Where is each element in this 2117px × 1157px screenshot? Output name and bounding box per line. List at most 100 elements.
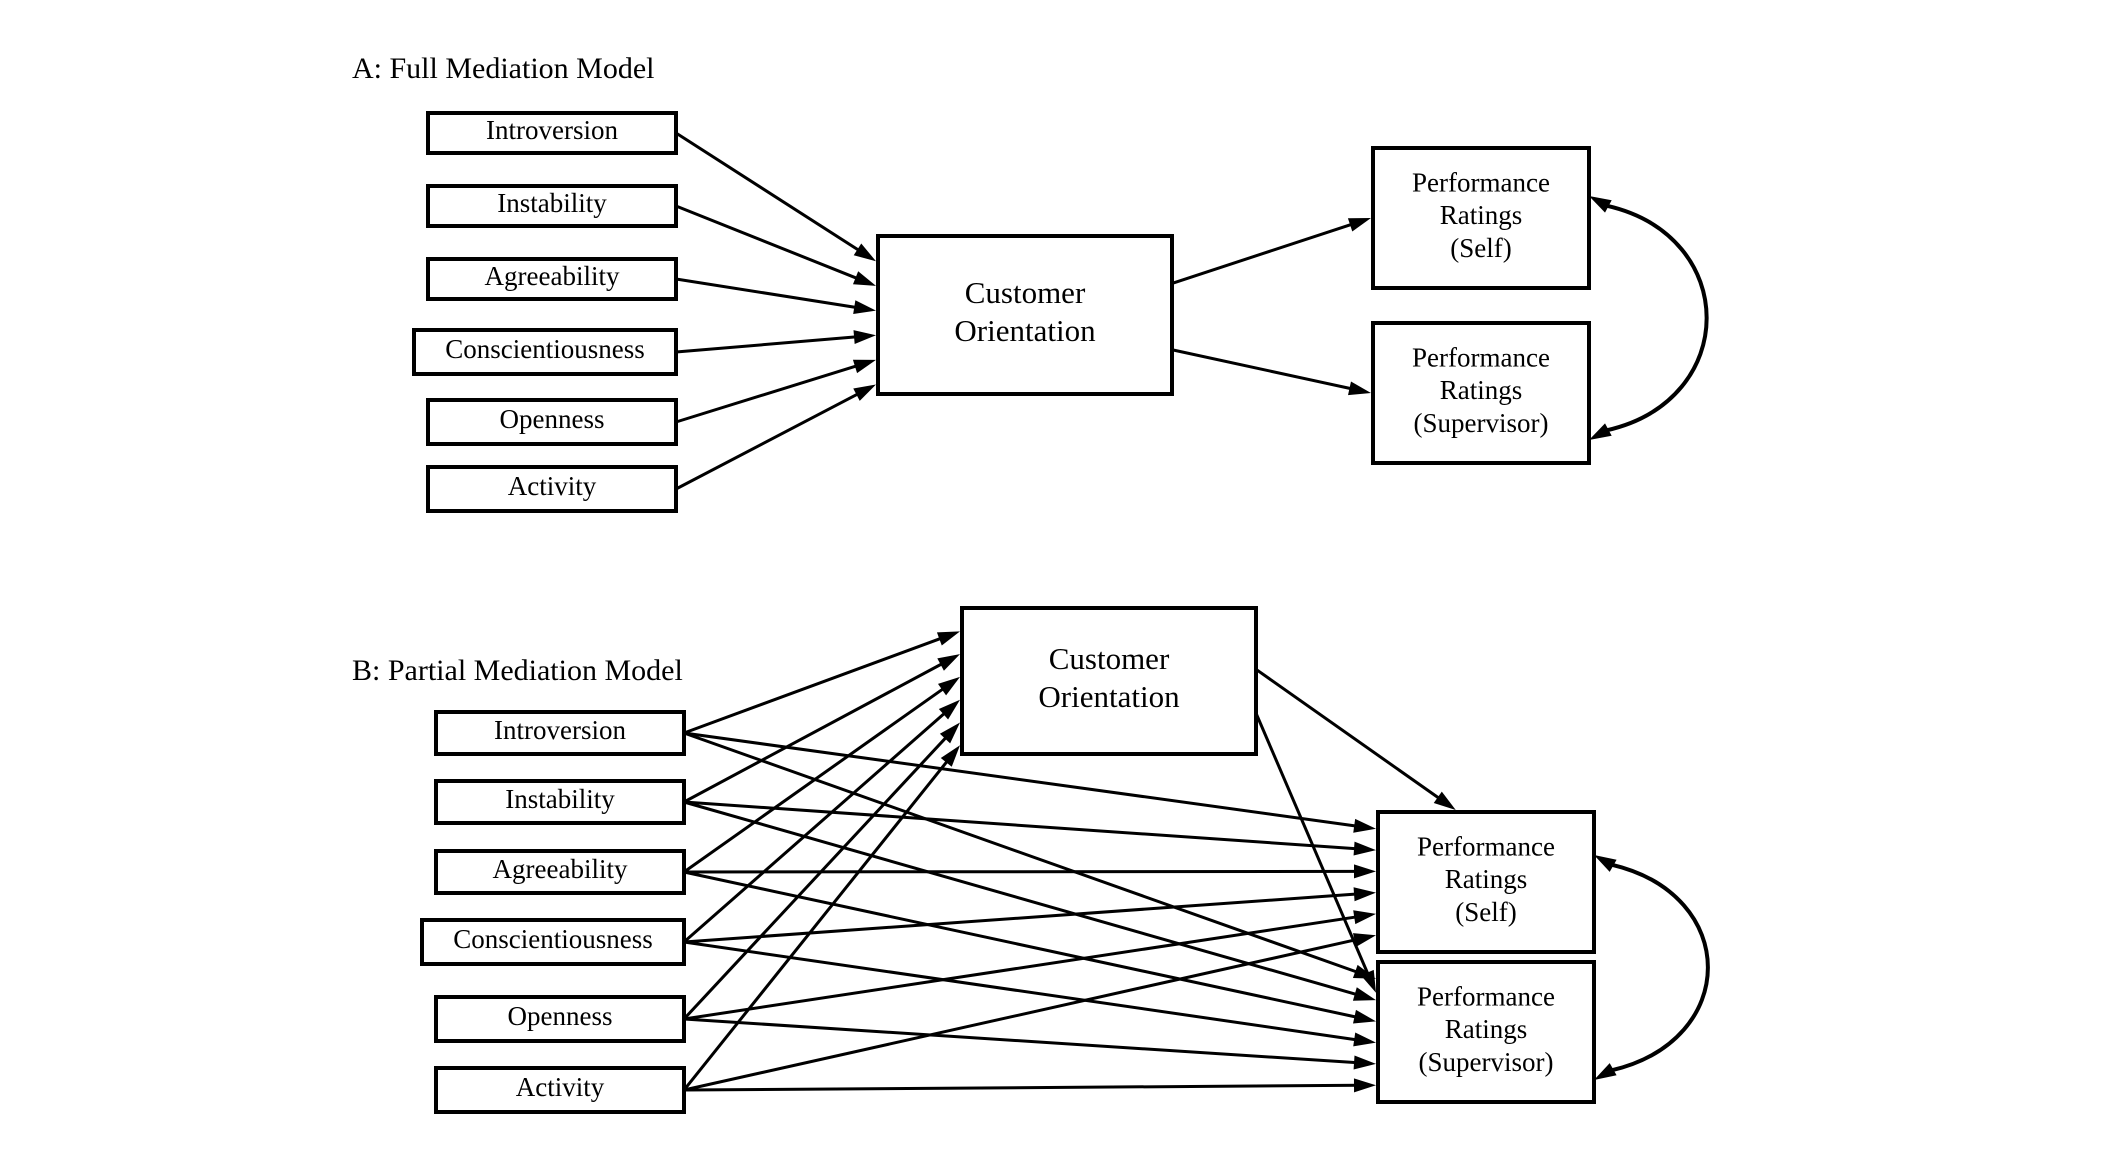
panel-a-predictor-agreeability[interactable]: Agreeability (426, 257, 678, 301)
panel-b-edge-pred1-to-mediator (683, 660, 947, 804)
panel-b-edge-pred0-to-mediator (683, 635, 946, 735)
panel-a-edge-pred5-to-mediator (675, 390, 863, 491)
panel-b-outcome-performance-ratings-self-label: Ratings (1445, 864, 1528, 894)
panel-b-edge-pred1-to-outcome0-head (1353, 841, 1376, 856)
panel-a-title: A: Full Mediation Model (352, 52, 655, 85)
panel-b-edge-pred5-to-outcome0 (683, 937, 1361, 1092)
panel-b-predictor-agreeability-rect (434, 849, 686, 895)
panel-b-mediator-customer-orientation-label: Orientation (1038, 679, 1180, 714)
panel-b-edge-pred4-to-outcome0 (683, 914, 1361, 1021)
panel-b-correlation-arrow-path (1611, 862, 1710, 1073)
panel-b-edge-pred5-to-outcome1 (683, 1083, 1361, 1092)
panel-b-edge-pred1-to-mediator-head (937, 654, 960, 671)
panel-b-edge-pred5-to-mediator-head (940, 745, 960, 767)
panel-b-correlation-arrow-head-top (1594, 855, 1617, 872)
panel-a: A: Full Mediation ModelIntroversionInsta… (352, 52, 1709, 513)
panel-b-edge-pred2-to-outcome1-head (1353, 1009, 1376, 1024)
panel-a-outcome-performance-ratings-supervisor-label: (Supervisor) (1414, 408, 1549, 438)
panel-a-predictor-conscientiousness[interactable]: Conscientiousness (412, 328, 678, 376)
panel-b-title: B: Partial Mediation Model (352, 654, 683, 687)
panel-a-edge-pred5-to-mediator-head (853, 384, 876, 401)
panel-b-predictor-agreeability[interactable]: Agreeability (434, 849, 686, 895)
panel-a-predictor-openness-label: Openness (500, 404, 605, 434)
panel-a-edge-pred1-to-mediator (675, 204, 862, 282)
panel-a-edge-pred1-to-mediator-head (852, 271, 876, 286)
panel-b-predictor-openness-rect (434, 995, 686, 1043)
panel-a-predictor-instability-label: Instability (497, 188, 607, 218)
panel-b-edge-pred1-to-outcome0 (683, 800, 1361, 851)
panel-b-edge-pred3-to-outcome1 (683, 940, 1361, 1042)
panel-a-correlation-arrow-head-top (1589, 196, 1612, 213)
panel-a-edge-mediator-to-outcome1 (1171, 348, 1356, 392)
panel-b-outcome-performance-ratings-self-rect (1376, 810, 1596, 954)
panel-b-predictor-introversion[interactable]: Introversion (434, 710, 686, 756)
panel-b-edge-pred4-to-mediator-head (939, 722, 960, 744)
panel-b-edge-pred1-to-outcome1-head (1352, 987, 1376, 1001)
panel-a-correlation-arrow-head-bottom (1589, 423, 1612, 440)
panel-a-outcome-performance-ratings-self-label: Ratings (1440, 200, 1523, 230)
panel-b-edge-pred5-to-outcome1-head (1353, 1078, 1376, 1093)
panel-a-edge-mediator-to-outcome1-head (1348, 381, 1371, 396)
panel-a-mediator-customer-orientation-rect (876, 234, 1174, 396)
panel-b-predictor-conscientiousness[interactable]: Conscientiousness (420, 918, 686, 966)
panel-a-edge-mediator-to-outcome0 (1171, 221, 1357, 285)
panel-b-outcome-performance-ratings-supervisor-label: Ratings (1445, 1014, 1528, 1044)
panel-b-edge-pred4-to-outcome0-head (1353, 910, 1376, 925)
panel-b-edge-pred3-to-outcome1-head (1353, 1032, 1376, 1047)
panel-a-mediator-customer-orientation-label: Customer (965, 275, 1086, 310)
panel-b-edge-pred0-to-outcome0 (683, 731, 1361, 829)
panel-b-outcome-performance-ratings-supervisor-rect (1376, 960, 1596, 1104)
panel-b-outcome-performance-ratings-self-label: Performance (1417, 831, 1555, 861)
panel-a-predictor-activity[interactable]: Activity (426, 465, 678, 513)
panel-b-predictor-instability-label: Instability (505, 784, 615, 814)
panel-a-outcome-performance-ratings-supervisor-rect (1371, 321, 1591, 465)
panel-a-predictor-instability[interactable]: Instability (426, 184, 678, 228)
panel-a-predictor-conscientiousness-rect (412, 328, 678, 376)
panel-b-correlation-arrow-head-bottom (1594, 1063, 1617, 1080)
panel-b-predictor-openness[interactable]: Openness (434, 995, 686, 1043)
panel-b-outcome-performance-ratings-self-label: (Self) (1455, 897, 1516, 927)
panel-b-edge-pred3-to-mediator (683, 709, 950, 944)
panel-a-edge-pred4-to-mediator (675, 363, 862, 424)
panel-b-edge-mediator-to-outcome0-head (1433, 791, 1456, 810)
panel-b-predictor-instability[interactable]: Instability (434, 779, 686, 825)
panel-b-predictor-activity[interactable]: Activity (434, 1066, 686, 1114)
panel-b-predictor-agreeability-label: Agreeability (493, 854, 628, 884)
panel-b: B: Partial Mediation ModelIntroversionIn… (352, 606, 1710, 1114)
panel-b-edge-mediator-to-outcome1-head (1360, 969, 1376, 993)
panel-a-predictor-activity-rect (426, 465, 678, 513)
panel-a-mediator-customer-orientation-label: Orientation (954, 313, 1096, 348)
panel-a-outcome-performance-ratings-self-label: Performance (1412, 167, 1550, 197)
panel-a-predictor-activity-label: Activity (508, 471, 597, 501)
panel-a-edge-pred3-to-mediator (675, 335, 861, 354)
panel-b-edge-pred3-to-outcome0 (683, 892, 1361, 944)
panel-b-predictor-activity-rect (434, 1066, 686, 1114)
panel-a-predictor-instability-rect (426, 184, 678, 228)
panel-a-predictor-conscientiousness-label: Conscientiousness (445, 334, 645, 364)
panel-a-edge-pred0-to-mediator (675, 131, 864, 254)
panel-a-correlation-arrow-path (1606, 203, 1709, 433)
panel-a-predictor-introversion[interactable]: Introversion (426, 111, 678, 155)
panel-a-predictor-openness[interactable]: Openness (426, 398, 678, 446)
panel-b-edge-mediator-to-outcome1 (1254, 712, 1372, 979)
panel-b-edge-pred4-to-mediator (682, 733, 951, 1021)
panel-a-predictor-agreeability-rect (426, 257, 678, 301)
panel-b-predictor-activity-label: Activity (516, 1072, 605, 1102)
panel-b-edge-pred0-to-mediator-head (936, 631, 960, 646)
panel-a-edge-pred3-to-mediator-head (853, 330, 876, 345)
panel-b-edge-pred2-to-outcome0 (683, 869, 1361, 874)
panel-b-edge-pred0-to-outcome0-head (1353, 818, 1376, 833)
panel-b-edge-pred4-to-outcome1-head (1353, 1055, 1376, 1070)
panel-a-edge-pred2-to-mediator-head (853, 300, 876, 315)
panel-b-edge-pred2-to-mediator-head (937, 676, 960, 696)
panel-b-predictor-conscientiousness-rect (420, 918, 686, 966)
panel-b-predictor-instability-rect (434, 779, 686, 825)
panel-b-edge-pred5-to-outcome0-head (1353, 933, 1376, 947)
panel-a-edges (675, 131, 1371, 491)
